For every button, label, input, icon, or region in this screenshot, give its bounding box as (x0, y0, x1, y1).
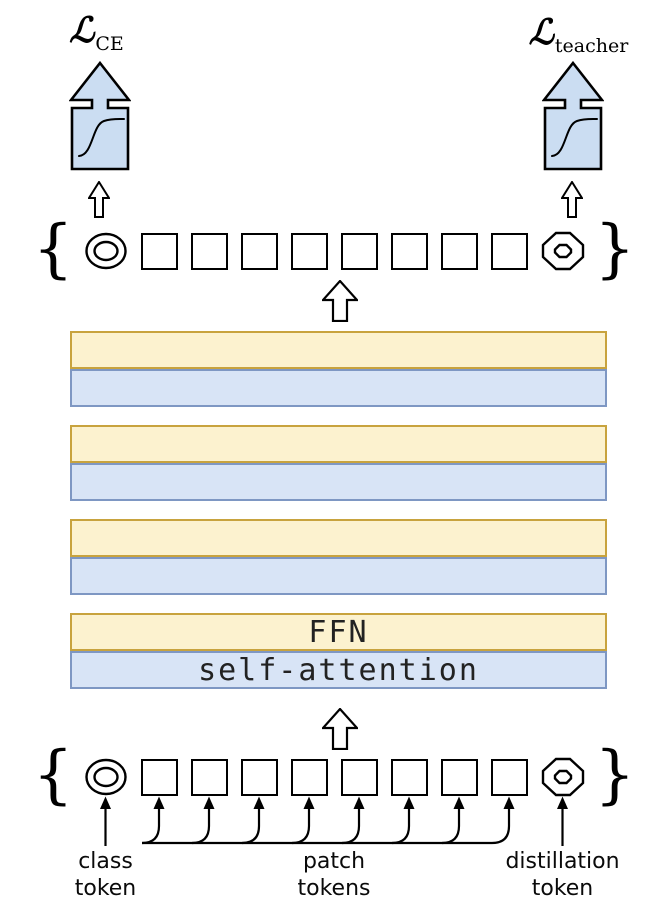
open-brace: { (32, 212, 74, 286)
classifier-head-icon (542, 61, 604, 171)
class-token-icon (84, 232, 127, 270)
patch-token-icon (190, 758, 228, 796)
close-brace: } (594, 212, 636, 286)
patch-token-icon (490, 232, 528, 270)
transformer-layer (70, 331, 607, 407)
patch-token-icon (490, 758, 528, 796)
encoder-input-arrow-icon (322, 708, 358, 750)
patch-token-icon (240, 232, 278, 270)
patch-token-icon (340, 758, 378, 796)
caption-line: patch (302, 849, 366, 874)
self-attention-bar (70, 463, 607, 501)
patch-token-icon (140, 232, 178, 270)
distillation-token-caption: distillation token (478, 848, 648, 902)
loss-teacher-symbol: ℒ (528, 12, 554, 53)
token-row-input: {} (0, 738, 668, 812)
patch-token-icon (240, 758, 278, 796)
patch-token-icon (440, 758, 478, 796)
caption-line: token (74, 876, 137, 901)
token-pointer-arrows (100, 796, 568, 846)
transformer-layer (70, 425, 607, 501)
patch-token-icon (390, 232, 428, 270)
patch-token-icon (190, 232, 228, 270)
self-attention-bar (70, 369, 607, 407)
sigmoid-curve-icon (78, 117, 125, 157)
caption-line: distillation (505, 849, 620, 874)
loss-ce-label: ℒCE (36, 10, 156, 55)
self-attention-bar: self-attention (70, 651, 607, 689)
class-token-icon (84, 758, 127, 796)
open-brace: { (32, 738, 74, 812)
patch-token-icon (440, 232, 478, 270)
loss-ce-subscript: CE (95, 33, 124, 56)
token-row-output: {} (0, 212, 668, 286)
classifier-head-icon (69, 61, 131, 171)
self-attention-label: self-attention (198, 652, 479, 688)
patch-token-icon (340, 232, 378, 270)
head-input-arrow-icon (88, 181, 110, 218)
distillation-token-icon (541, 757, 584, 797)
encoder-output-arrow-icon (322, 280, 358, 322)
ffn-bar: FFN (70, 613, 607, 651)
loss-teacher-label: ℒteacher (498, 12, 658, 57)
distillation-token-icon (541, 231, 584, 271)
patch-token-icon (290, 232, 328, 270)
patch-token-icon (290, 758, 328, 796)
loss-ce-symbol: ℒ (69, 10, 95, 51)
ffn-label: FFN (308, 614, 369, 650)
patch-tokens-caption: patch tokens (269, 848, 399, 902)
ffn-bar (70, 519, 607, 557)
caption-line: class (78, 849, 133, 874)
patch-token-icon (140, 758, 178, 796)
caption-line: tokens (297, 876, 371, 901)
loss-teacher-subscript: teacher (554, 35, 629, 58)
patch-token-icon (390, 758, 428, 796)
self-attention-bar (70, 557, 607, 595)
transformer-layer (70, 519, 607, 595)
sigmoid-curve-icon (551, 117, 598, 157)
head-input-arrow-icon (561, 181, 583, 218)
caption-line: token (531, 876, 594, 901)
ffn-bar (70, 425, 607, 463)
class-token-caption: class token (51, 848, 161, 902)
close-brace: } (594, 738, 636, 812)
ffn-bar (70, 331, 607, 369)
